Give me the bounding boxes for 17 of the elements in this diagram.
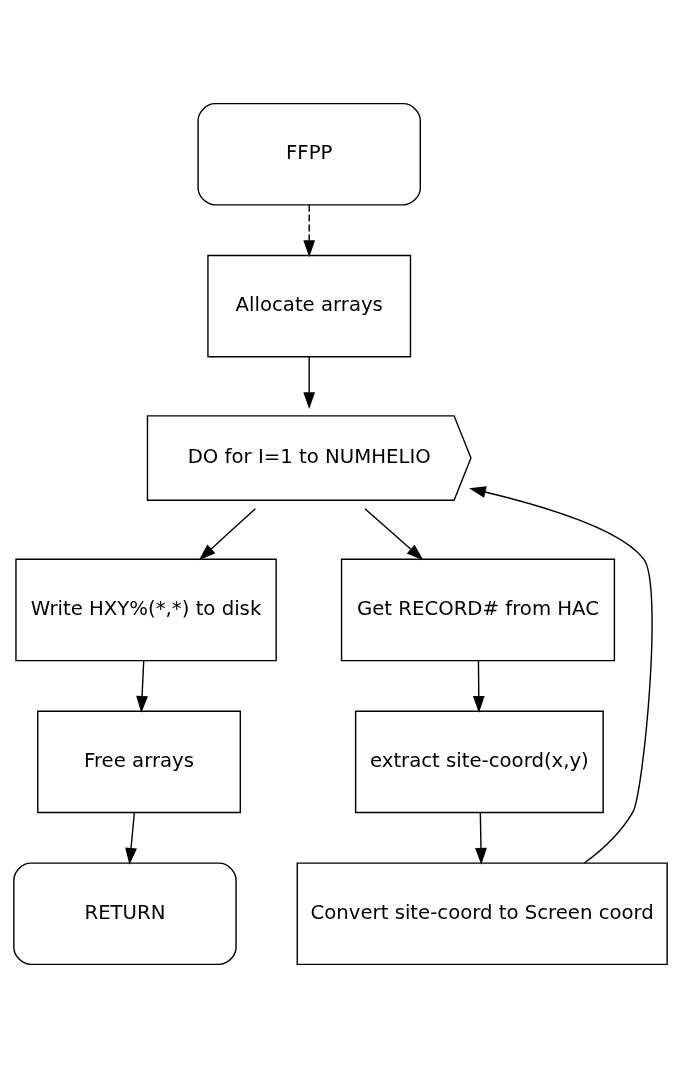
arrow — [125, 811, 137, 865]
arrow — [198, 507, 257, 561]
node-box: Convert site-coord to Screen coord — [296, 862, 668, 966]
arrow — [472, 659, 485, 713]
arrow — [303, 204, 316, 258]
node-box: FFPP — [197, 102, 422, 206]
node-box: Write HXY%(*,*) to disk — [15, 558, 277, 662]
arrow — [136, 659, 148, 713]
arrow — [303, 356, 316, 410]
node-box: RETURN — [13, 862, 237, 966]
node-box: Free arrays — [37, 710, 241, 814]
node-box: Allocate arrays — [207, 254, 412, 358]
arrow — [364, 507, 424, 561]
node-box: Get RECORD# from HAC — [340, 558, 616, 662]
arrow — [469, 486, 653, 864]
arrow — [475, 811, 487, 865]
node-box: extract site-coord(x,y) — [354, 710, 604, 814]
